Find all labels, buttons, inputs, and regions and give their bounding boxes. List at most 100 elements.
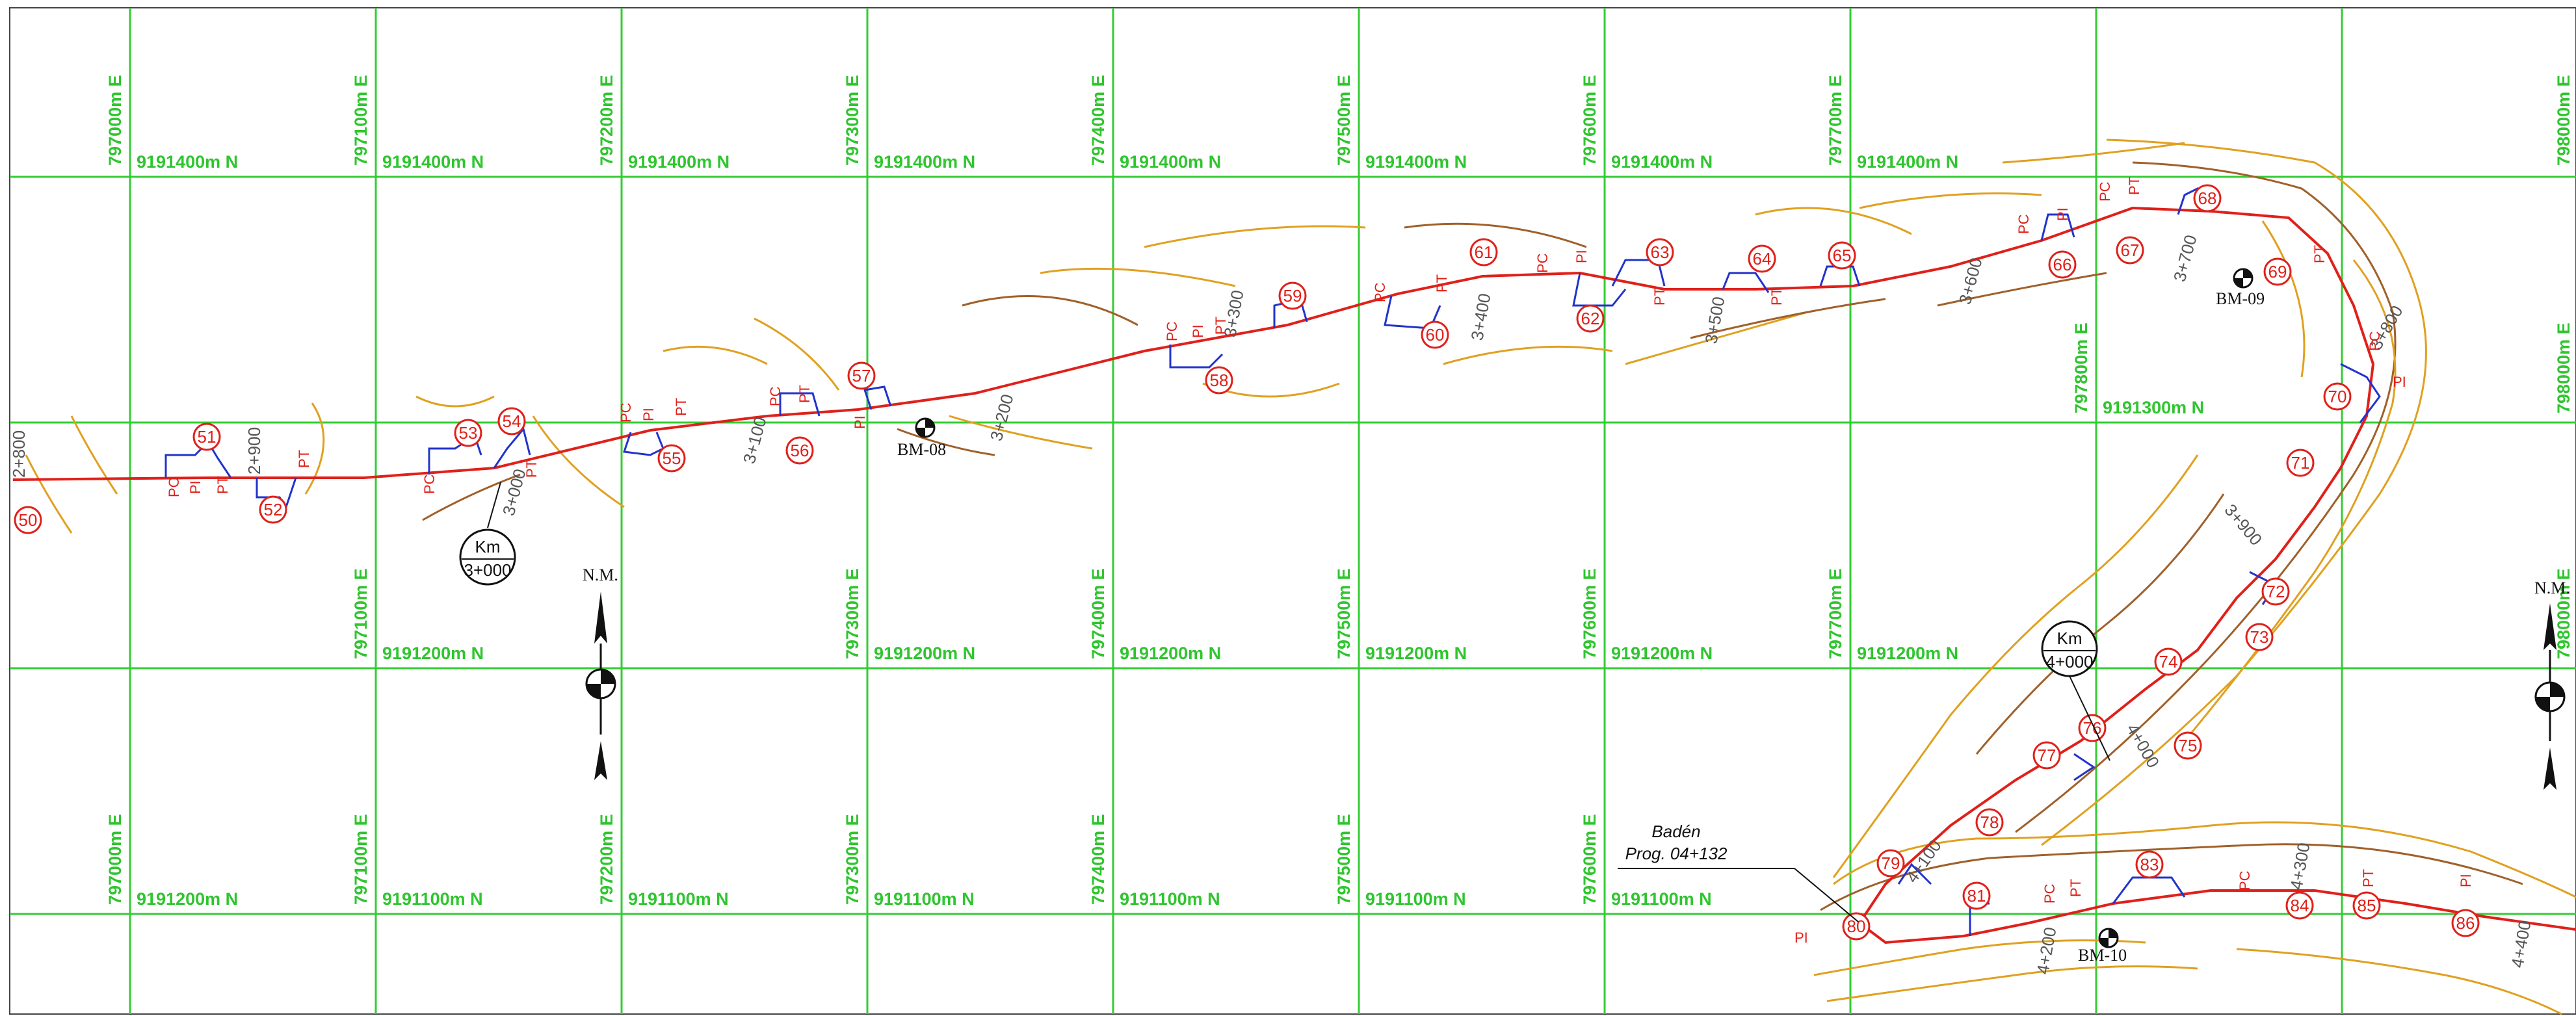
northing-label: 9191200m N [1120, 644, 1221, 663]
station-label: 3+200 [986, 392, 1018, 443]
northing-label: 9191400m N [137, 152, 238, 172]
easting-label: 797500m E [1334, 814, 1354, 905]
benchmark-label: BM-09 [2216, 289, 2265, 308]
curve-marker: 60 [1421, 320, 1449, 349]
contour-line [2041, 138, 2427, 846]
easting-label: 798000m E [2554, 322, 2573, 413]
contour-line [1975, 493, 2225, 755]
pt-label: PT [2126, 177, 2142, 195]
sheet-border [9, 7, 2576, 1015]
easting-label: 797500m E [1334, 75, 1354, 166]
svg-text:57: 57 [852, 366, 871, 385]
pt-label: PT [2311, 245, 2328, 263]
pt-label: PT [215, 476, 231, 494]
curve-detail [2040, 213, 2075, 241]
curve-detail [1897, 863, 1932, 885]
northing-label: 9191200m N [1365, 644, 1467, 663]
pi-label: PI [852, 415, 868, 429]
pi-label: PI [640, 408, 657, 421]
svg-text:50: 50 [19, 510, 38, 530]
station-label: 2+900 [244, 427, 264, 475]
pt-label: PT [1434, 274, 1450, 293]
curve-marker: 52 [259, 495, 287, 524]
curve-marker: 70 [2323, 382, 2352, 411]
svg-text:62: 62 [1581, 309, 1600, 328]
curve-marker: 86 [2451, 909, 2480, 937]
northing-label: 9191400m N [1857, 152, 1958, 172]
svg-text:67: 67 [2121, 241, 2140, 260]
curve-detail [493, 426, 531, 469]
easting-label: 797700m E [1826, 75, 1845, 166]
pc-label: PC [166, 477, 182, 497]
contour-line [2002, 142, 2185, 164]
easting-label: 797000m E [105, 814, 125, 905]
curve-marker: 53 [454, 419, 482, 447]
pi-label: PI [187, 480, 204, 494]
contour-line [962, 294, 1138, 326]
northing-label: 9191400m N [382, 152, 484, 172]
terrain-contours [25, 138, 2576, 1015]
easting-label: 797400m E [1088, 75, 1108, 166]
easting-label: 797600m E [1580, 568, 1599, 659]
km-marker-title: Km [2057, 629, 2083, 648]
svg-text:51: 51 [198, 427, 217, 447]
svg-text:83: 83 [2140, 855, 2159, 874]
easting-label: 797300m E [843, 814, 862, 905]
northing-label: 9191100m N [1611, 889, 1712, 909]
curve-marker: 84 [2285, 891, 2314, 920]
pt-label: PT [1213, 317, 1229, 335]
coordinate-grid [10, 8, 2576, 1014]
svg-text:76: 76 [2083, 718, 2102, 738]
svg-text:85: 85 [2358, 896, 2376, 915]
north-arrow-label: N.M. [2534, 579, 2570, 597]
curve-marker: 51 [192, 423, 221, 451]
easting-label: 797600m E [1580, 75, 1599, 166]
curve-detail [622, 432, 664, 456]
easting-label: 797800m E [2071, 322, 2091, 413]
easting-label: 797300m E [843, 568, 862, 659]
contour-line [532, 415, 625, 508]
pt-label: PT [523, 460, 540, 478]
benchmark-label: BM-08 [897, 440, 946, 459]
contour-line [2015, 161, 2397, 833]
svg-text:60: 60 [1426, 325, 1445, 345]
curve-marker: 57 [847, 361, 876, 390]
curve-detail [1722, 272, 1770, 293]
easting-label: 797700m E [1826, 568, 1845, 659]
contour-line [1404, 222, 1587, 248]
curve-marker: 63 [1646, 238, 1674, 267]
curve-marker: 54 [497, 407, 526, 436]
northing-label: 9191100m N [628, 889, 729, 909]
svg-text:52: 52 [264, 500, 283, 519]
curve-marker: 77 [2032, 741, 2061, 770]
km-marker-4000: Km 4+000 [2041, 620, 2110, 761]
svg-text:53: 53 [459, 423, 478, 443]
curve-marker: 73 [2245, 623, 2274, 651]
curve-detail [1384, 295, 1441, 330]
km-marker-title: Km [475, 537, 501, 556]
contour-line [70, 415, 118, 495]
easting-label: 797400m E [1088, 814, 1108, 905]
curve-marker: 58 [1205, 366, 1233, 395]
pt-label: PT [796, 385, 813, 403]
northing-label: 9191400m N [874, 152, 975, 172]
northing-label: 9191400m N [628, 152, 729, 172]
pc-label: PC [2237, 870, 2253, 891]
curve-marker: 72 [2261, 577, 2290, 606]
svg-text:70: 70 [2328, 387, 2347, 406]
svg-text:86: 86 [2456, 913, 2475, 933]
pc-label: PC [618, 402, 634, 423]
northing-label: 9191200m N [874, 644, 975, 663]
station-label: 4+100 [1902, 836, 1945, 886]
curve-marker: 85 [2352, 891, 2381, 920]
svg-text:58: 58 [1210, 371, 1229, 390]
contour-line [1820, 843, 2523, 911]
curve-marker: 80 [1842, 912, 1871, 941]
svg-text:63: 63 [1651, 242, 1670, 262]
easting-label: 797100m E [351, 814, 371, 905]
alignment-line [12, 206, 2576, 944]
station-label: 3+500 [1701, 295, 1728, 345]
km-markers: Km 3+000 Km 4+000 [459, 482, 2110, 761]
northing-label: 9191100m N [1120, 889, 1220, 909]
curve-marker: 61 [1469, 238, 1498, 267]
